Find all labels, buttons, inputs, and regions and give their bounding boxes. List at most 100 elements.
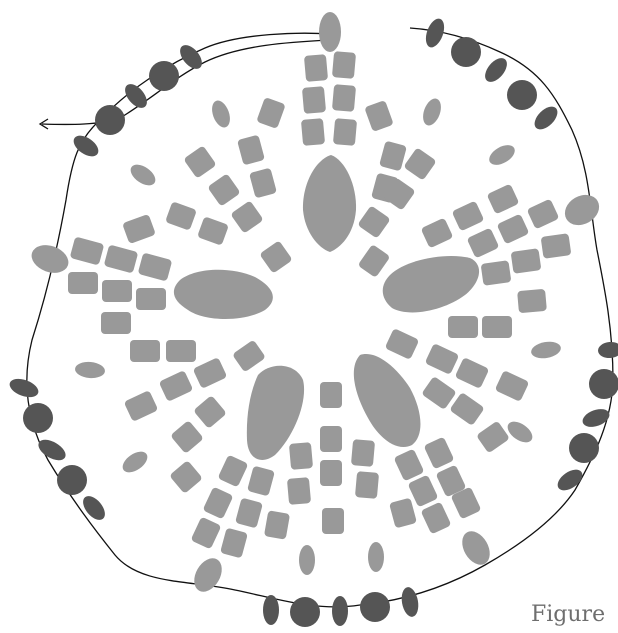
bead [256,97,286,129]
bead [237,135,265,166]
edge-bead [481,54,511,86]
bead [218,455,249,488]
oval-bead [368,542,384,572]
bead [235,498,263,529]
oval-bead [559,189,604,231]
bead [425,343,460,375]
bead [357,205,390,238]
bead [301,118,325,146]
edge-bead [23,403,53,433]
bead [379,141,407,172]
edge-bead [263,595,279,625]
bead [122,214,156,244]
bead [389,498,417,529]
edge-bead [580,406,612,431]
light-beads [68,51,571,558]
bead [385,328,420,360]
bead [191,517,222,550]
oval-bead [299,545,315,575]
edge-bead [569,433,599,463]
bead [421,502,452,535]
bead [102,280,132,302]
bead [452,201,485,232]
bead [289,442,313,470]
bead [332,84,356,112]
bead [304,54,328,82]
bead [424,437,455,470]
bead [455,357,490,389]
bead [166,340,196,362]
bead [193,395,227,429]
bead [448,316,478,338]
bead [247,466,275,497]
bead [70,236,105,265]
edge-bead [176,41,206,73]
edge-bead [530,102,561,133]
bead [333,118,357,146]
edge-bead [360,592,390,622]
bead [169,460,203,494]
edge-bead [149,61,179,91]
bead [495,370,530,402]
oval-bead [486,141,518,169]
bead [287,477,311,505]
edge-bead [95,105,125,135]
bead [170,420,204,454]
bead [220,528,248,559]
oval-bead [189,553,228,596]
bead [230,200,263,233]
edge-bead [290,597,320,627]
bead [476,421,510,454]
oval-bead [504,417,536,446]
bead [517,289,547,313]
edge-bead [57,465,87,495]
edge-bead [332,596,348,626]
edge-bead [35,436,69,465]
bead [264,510,290,539]
bead [249,168,277,199]
bead [136,288,166,310]
edge-bead [7,375,41,400]
edge-bead [507,80,537,110]
edge-bead [589,369,618,399]
bead [68,272,98,294]
bead [197,216,229,246]
bead [232,340,266,373]
bead [104,244,139,273]
petal-left [174,270,273,319]
bead [101,312,131,334]
petal-bottom-right [354,354,421,447]
bead [364,100,394,132]
oval-bead [530,340,562,361]
figure-caption: Figure [531,602,605,627]
petal-right [383,256,479,312]
bead [320,426,342,452]
oval-bead [319,12,341,52]
bead [320,382,342,408]
bead [165,201,197,231]
bead [259,240,292,273]
bead [449,392,485,426]
edge-bead [400,586,421,618]
bead [497,214,530,245]
bead [541,233,572,259]
oval-bead [127,160,159,189]
bead [320,460,342,486]
bead [394,449,425,482]
bead [467,228,500,259]
bead [124,390,159,422]
bead [482,316,512,338]
bead [302,86,326,114]
bead [511,248,542,274]
bead [159,370,194,402]
bead [130,340,160,362]
bead [183,145,216,178]
bead [203,487,234,520]
edge-bead [451,37,481,67]
bead [193,357,228,389]
edge-bead [597,341,618,359]
petal-top [303,155,356,252]
oval-bead [119,447,151,476]
bead [358,244,391,278]
oval-bead [74,361,105,380]
